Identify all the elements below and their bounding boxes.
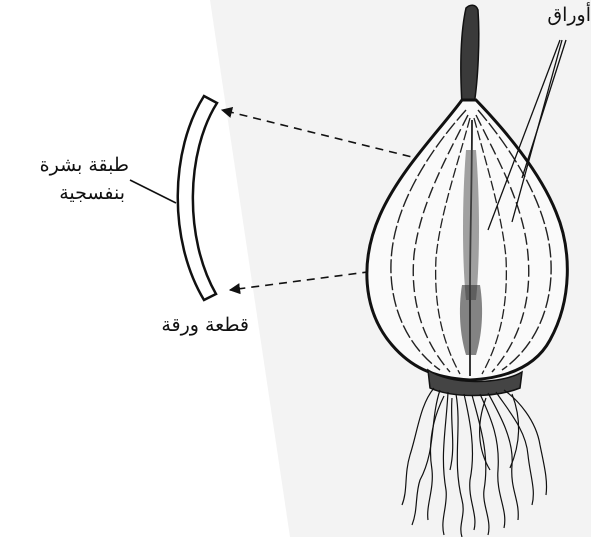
leaf-piece-shape	[178, 96, 217, 300]
purple-layer-pointer	[130, 180, 176, 203]
leaves-label: أوراق	[547, 4, 591, 26]
purple-layer-label-line2: بنفسجية	[59, 182, 125, 204]
leaf-piece-label: قطعة ورقة	[161, 314, 249, 336]
purple-layer-label-line1: طبقة بشرة	[40, 154, 129, 176]
